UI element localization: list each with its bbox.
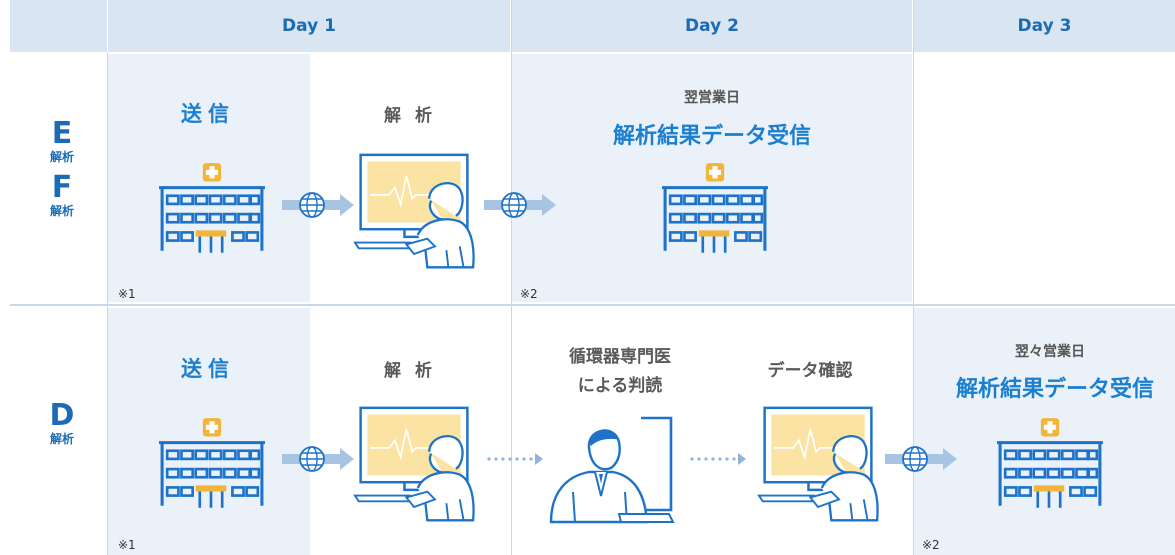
d-computer-analyst-icon [353, 406, 475, 522]
header-day2: Day 2 [512, 0, 912, 52]
header-corner [10, 0, 107, 52]
row-divider [10, 304, 1175, 306]
d-specialist-line1: 循環器専門医 [569, 347, 671, 367]
ef-send-label: 送信 [181, 102, 235, 126]
d-send-hospital-icon [157, 416, 267, 510]
d-network-globe-icon-1 [281, 446, 355, 472]
row-letter-f: F [51, 170, 73, 205]
ef-note-1: ※1 [118, 287, 136, 301]
col-divider-1 [107, 52, 108, 555]
col-divider-3 [913, 0, 914, 555]
d-send-label: 送信 [181, 357, 235, 381]
ef-analysis-label: 解析 [384, 106, 446, 126]
d-network-globe-icon-2 [884, 446, 958, 472]
ef-result-hospital-icon [660, 161, 770, 255]
d-note-1: ※1 [118, 538, 136, 552]
d-note-2: ※2 [922, 538, 940, 552]
row-sub-e: 解析 [49, 150, 74, 164]
row-sub-f: 解析 [49, 204, 74, 218]
d-computer-confirm-icon [757, 406, 879, 522]
d-dotted-arrow-icon-1 [487, 453, 543, 465]
d-analysis-label: 解析 [384, 361, 446, 381]
header-day3: Day 3 [914, 0, 1175, 52]
row-sub-d: 解析 [49, 432, 74, 446]
header-day1: Day 1 [108, 0, 510, 52]
row-letter-e: E [51, 116, 73, 151]
col-divider-2 [511, 0, 512, 555]
ef-computer-analyst-icon [353, 153, 475, 269]
d-specialist-line2: による判読 [577, 376, 663, 396]
ef-note-2: ※2 [520, 287, 538, 301]
d-next-next-day-label: 翌々営業日 [1015, 344, 1085, 360]
d-result-hospital-icon [995, 416, 1105, 510]
ef-result-label: 解析結果データ受信 [612, 124, 811, 149]
d-dotted-arrow-icon-2 [690, 453, 746, 465]
ef-network-globe-icon-2 [483, 192, 557, 218]
ef-next-day-label: 翌営業日 [684, 90, 740, 106]
row-letter-d: D [49, 398, 75, 433]
row-label-d: D 解析 [22, 398, 102, 447]
ef-network-globe-icon-1 [281, 192, 355, 218]
ef-send-hospital-icon [157, 161, 267, 255]
d-result-label: 解析結果データ受信 [955, 377, 1154, 402]
d-doctor-icon [549, 416, 675, 524]
d-confirm-label: データ確認 [767, 361, 853, 381]
row-label-ef: E 解析 F 解析 [22, 116, 102, 219]
